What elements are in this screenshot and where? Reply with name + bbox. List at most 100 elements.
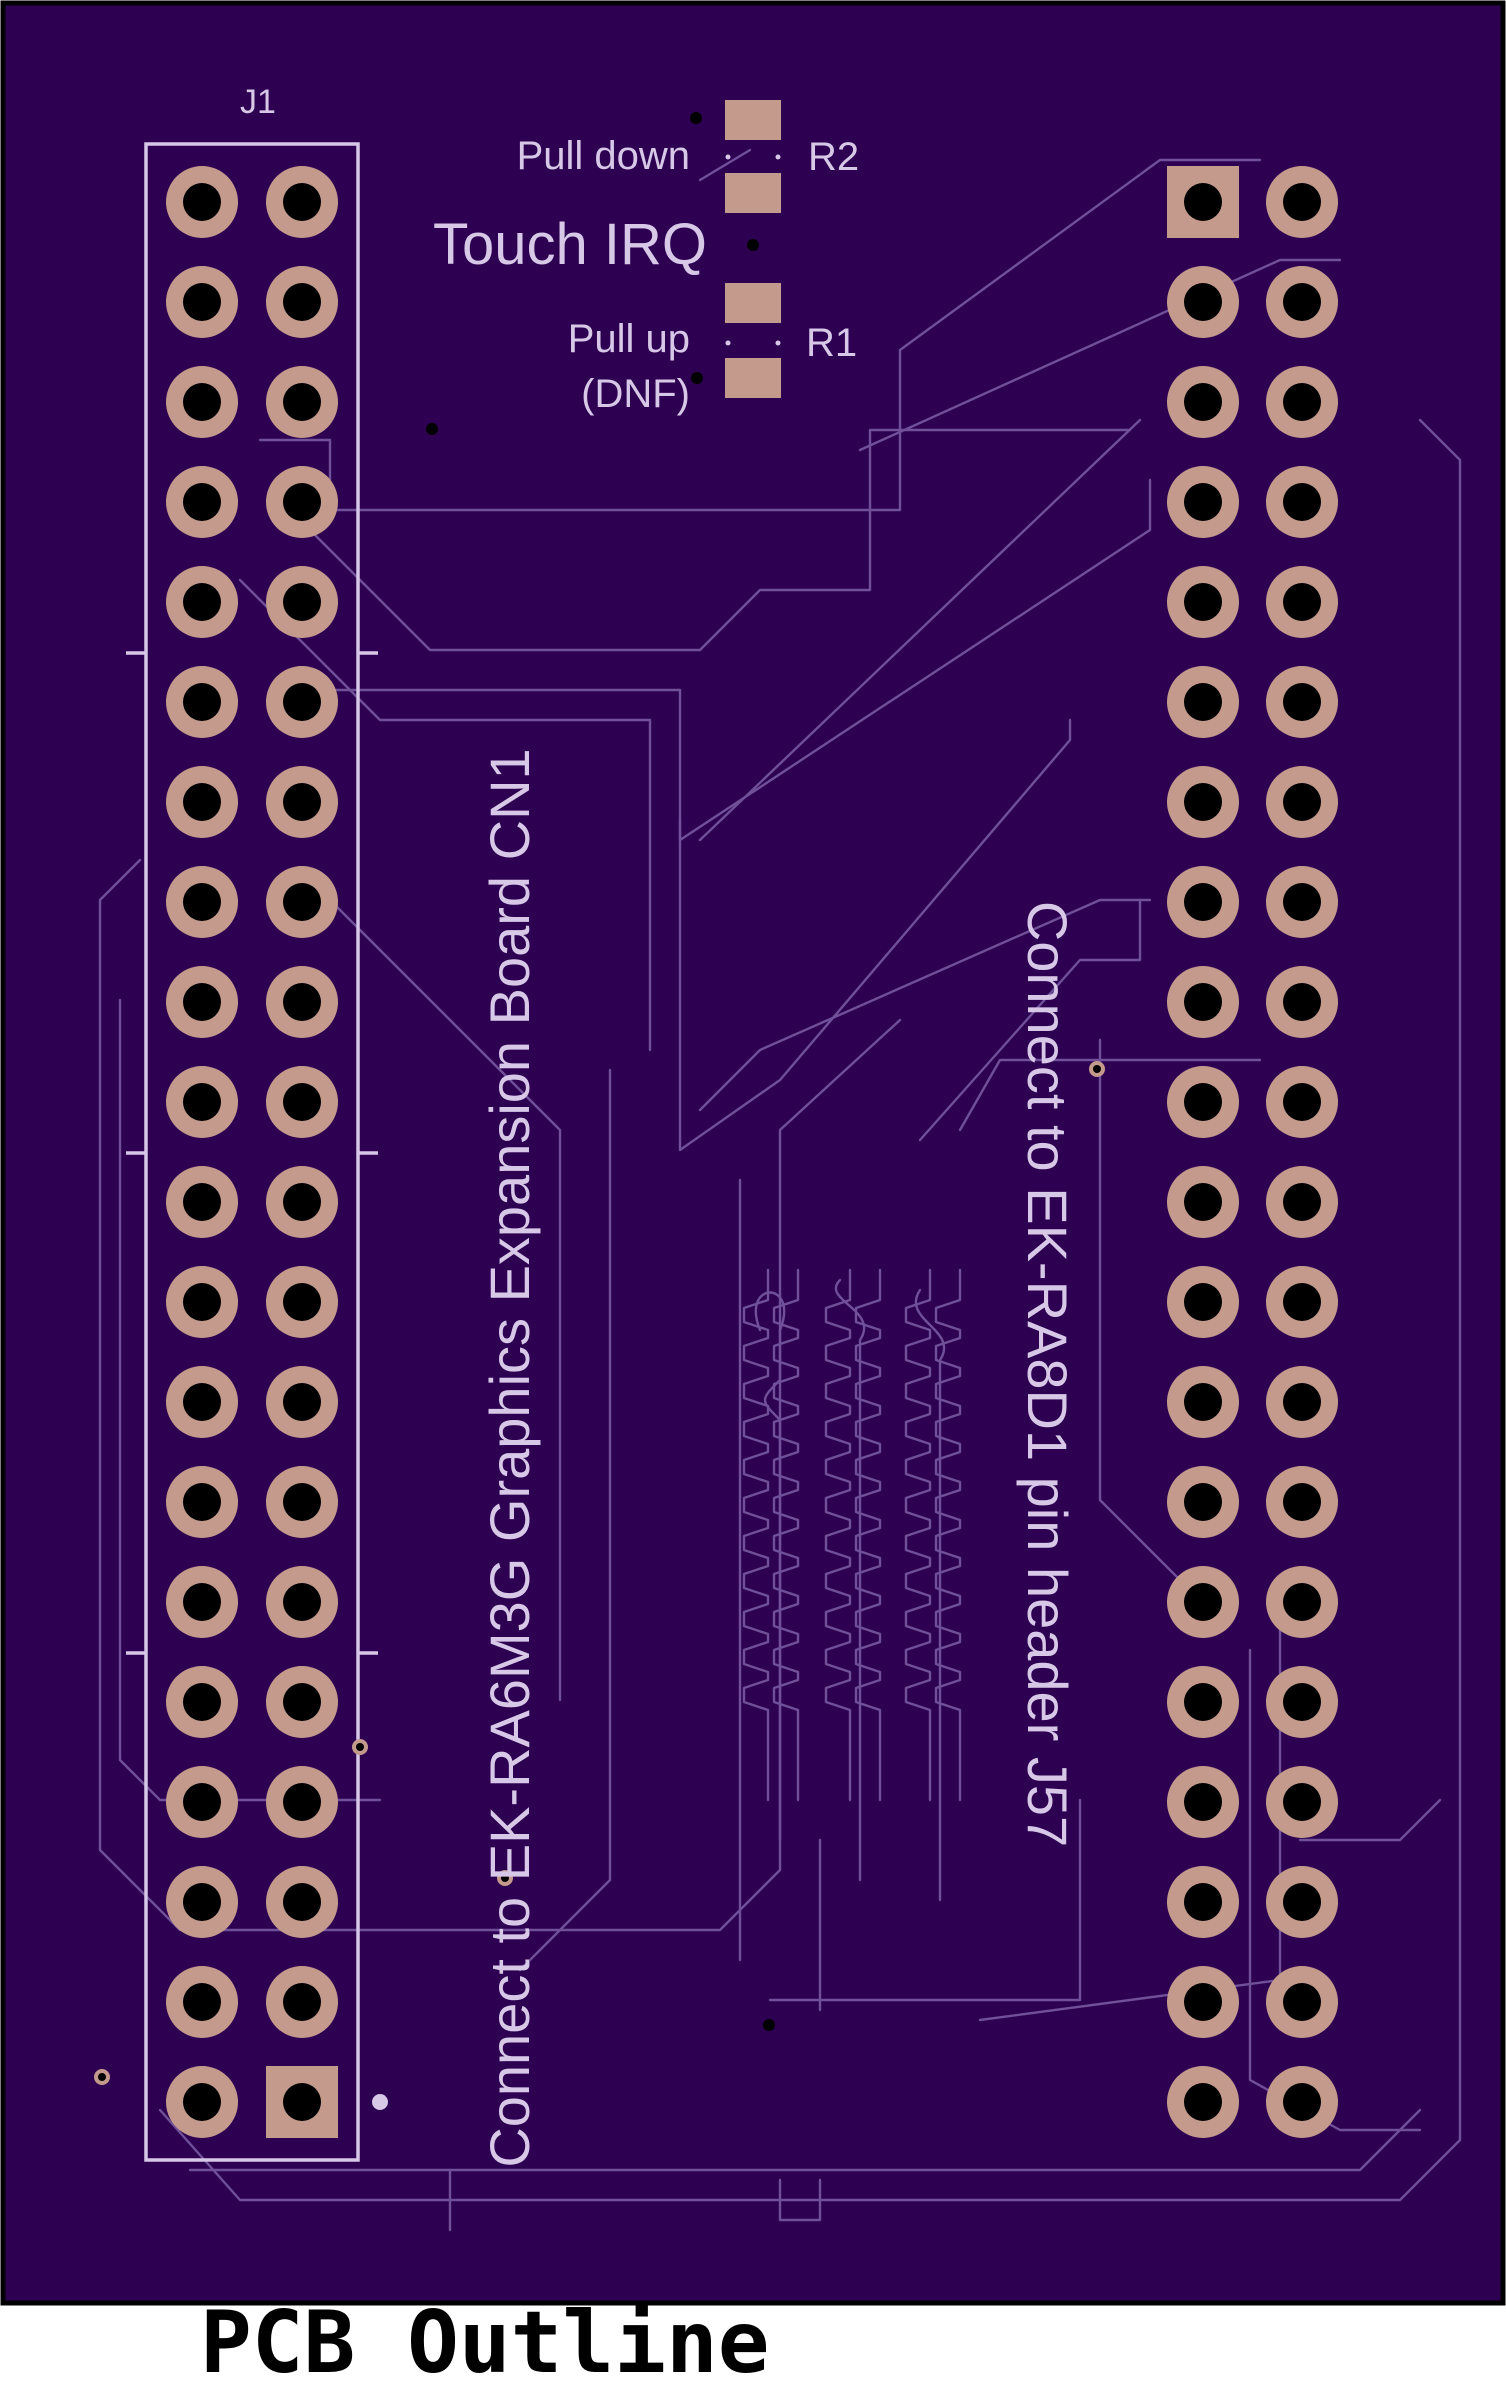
- pcb-outline-caption: PCB Outline: [200, 2293, 770, 2381]
- j1-pin: [266, 366, 338, 438]
- j1-pin: [266, 766, 338, 838]
- j57-pin: [1266, 1066, 1338, 1138]
- j57-pin: [1167, 666, 1239, 738]
- j57-pin: [1266, 1366, 1338, 1438]
- j57-pin: [1167, 1566, 1239, 1638]
- r1-dnf-label: (DNF): [581, 372, 690, 416]
- j1-pin: [266, 1866, 338, 1938]
- j1-pin: [266, 466, 338, 538]
- board-outline: [0, 0, 1506, 2306]
- left-pin-header: [166, 166, 338, 2138]
- j57-pin: [1167, 366, 1239, 438]
- j1-pin: [266, 866, 338, 938]
- j1-pin: [166, 566, 238, 638]
- j1-pin: [266, 1166, 338, 1238]
- j57-pin: [1266, 1566, 1338, 1638]
- serpentine-trace: [772, 1268, 800, 1802]
- j1-pin: [166, 1366, 238, 1438]
- j1-pin: [266, 1966, 338, 2038]
- j1-pin: [166, 1166, 238, 1238]
- j57-pin: [1167, 766, 1239, 838]
- j1-pin: [166, 1066, 238, 1138]
- j57-pin: [1266, 766, 1338, 838]
- j1-label: J1: [240, 83, 276, 121]
- serpentine-traces: [742, 1268, 962, 1802]
- j57-pin: [1167, 2066, 1239, 2138]
- j1-pin: [266, 266, 338, 338]
- j57-pin: [1167, 1066, 1239, 1138]
- j1-pin: [266, 1266, 338, 1338]
- j1-pin: [166, 2066, 238, 2138]
- j1-pin: [266, 1466, 338, 1538]
- j57-pin: [1167, 466, 1239, 538]
- j1-pin: [166, 1466, 238, 1538]
- j1-pin: [166, 766, 238, 838]
- j1-pin: [166, 1866, 238, 1938]
- serpentine-trace: [934, 1268, 962, 1802]
- j57-pin: [1266, 566, 1338, 638]
- vias: [94, 112, 1105, 2110]
- j1-pin: [266, 966, 338, 1038]
- j57-pin: [1266, 866, 1338, 938]
- serpentine-trace: [904, 1268, 932, 1802]
- j1-pin: [166, 1566, 238, 1638]
- j57-pin: [1167, 1666, 1239, 1738]
- j1-pin: [266, 566, 338, 638]
- j1-pin: [266, 666, 338, 738]
- j1-pin: [166, 1666, 238, 1738]
- j1-pin: [166, 966, 238, 1038]
- j57-pin: [1266, 1166, 1338, 1238]
- touch-irq-label: Touch IRQ: [433, 212, 707, 277]
- j1-pin: [166, 1966, 238, 2038]
- resistor-r1-footprint: [725, 283, 781, 398]
- j57-pin: [1266, 266, 1338, 338]
- serpentine-trace: [824, 1268, 852, 1802]
- j1-pin: [166, 1266, 238, 1338]
- j57-pin: [1266, 2066, 1338, 2138]
- resistor-r2-footprint: [725, 100, 781, 213]
- j57-pin: [1266, 466, 1338, 538]
- j57-pin: [1167, 1466, 1239, 1538]
- j57-pin: [1167, 1866, 1239, 1938]
- j1-pin: [266, 1766, 338, 1838]
- j57-pin: [1266, 1866, 1338, 1938]
- j1-pin: [166, 166, 238, 238]
- j57-pin: [1167, 166, 1239, 238]
- j1-pin: [166, 466, 238, 538]
- j57-pin: [1167, 1966, 1239, 2038]
- r1-ref-label: R1: [806, 321, 857, 365]
- j57-pin: [1167, 966, 1239, 1038]
- j57-pin: [1167, 1766, 1239, 1838]
- j57-pin: [1266, 966, 1338, 1038]
- j1-pin: [166, 266, 238, 338]
- j1-tick-marks: [126, 651, 378, 1655]
- j57-pin: [1266, 1666, 1338, 1738]
- j1-pin: [166, 666, 238, 738]
- j1-pin: [266, 1666, 338, 1738]
- serpentine-trace: [742, 1268, 770, 1802]
- r2-ref-label: R2: [808, 135, 859, 179]
- left-header-caption: Connect to EK-RA6M3G Graphics Expansion …: [478, 748, 541, 2167]
- j57-pin: [1167, 866, 1239, 938]
- j1-pin: [266, 1366, 338, 1438]
- j57-pin: [1167, 1266, 1239, 1338]
- right-pin-header: [1167, 166, 1338, 2138]
- r2-value-label: Pull down: [517, 134, 690, 178]
- serpentine-trace: [854, 1268, 882, 1802]
- j57-pin: [1167, 1366, 1239, 1438]
- j57-pin: [1167, 1166, 1239, 1238]
- j57-pin: [1167, 566, 1239, 638]
- j57-pin: [1266, 166, 1338, 238]
- r1-value-label: Pull up: [568, 317, 690, 361]
- j57-pin: [1266, 666, 1338, 738]
- j1-pin: [166, 866, 238, 938]
- j57-pin: [1167, 266, 1239, 338]
- j1-pin: [266, 1566, 338, 1638]
- j1-pin: [266, 166, 338, 238]
- right-header-caption: Connect to EK-RA8D1 pin header J57: [1016, 901, 1079, 1847]
- j1-pin: [266, 2066, 338, 2138]
- j57-pin: [1266, 1266, 1338, 1338]
- j57-pin: [1266, 1766, 1338, 1838]
- j1-pin: [166, 366, 238, 438]
